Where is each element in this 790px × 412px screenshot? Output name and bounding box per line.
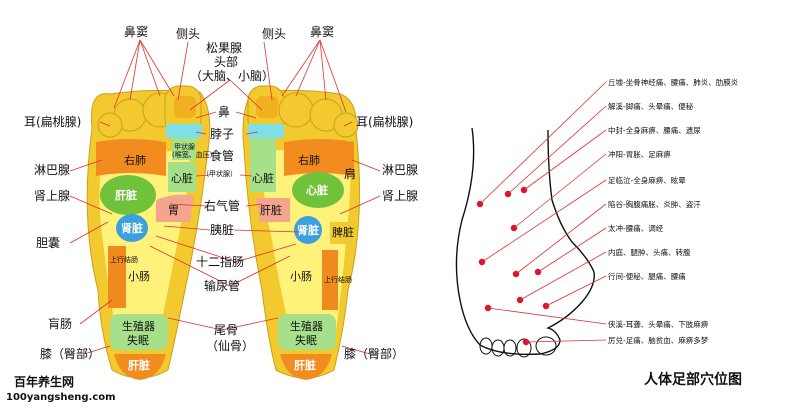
kidney-left: [116, 214, 148, 242]
organ-small-intestine-right: 小肠: [290, 270, 312, 283]
organ-thyroid-sub-left: (喉宽、血压): [172, 150, 213, 159]
right-foot: 右肺 心脏 心脏 肝脏 肾脏 脾脏 上行结肠 小肠 生殖器 失眠 肝脏: [242, 85, 361, 380]
label-gallbladder: 胆囊: [36, 235, 60, 250]
point-chongyang: 冲阳-胃胀、足麻痹: [608, 149, 671, 159]
foot-labels: 鼻窦 侧头 侧头 鼻窦 松果腺 头部 （大脑、小脑） 耳(扁桃腺) 耳(扁桃腺)…: [24, 24, 418, 361]
label-thyroid: （甲状腺）: [202, 169, 237, 178]
organ-kidney-right: 肾脏: [297, 223, 319, 237]
point-taichong: 太冲-腰痛、调经: [608, 223, 664, 233]
brand-url: 100yangsheng.com: [6, 392, 116, 403]
label-sinus-left: 鼻窦: [124, 24, 148, 39]
label-right-trachea: 右气管: [204, 198, 240, 213]
organ-lung-right: 右肺: [298, 153, 320, 167]
organ-reproductive-right: 生殖器: [290, 319, 323, 333]
organ-heart-right: 心脏: [306, 183, 328, 197]
label-side-head-left: 侧头: [176, 27, 200, 41]
organ-heel-right: 肝脏: [294, 358, 316, 372]
label-sacrum: （仙骨）: [206, 339, 254, 353]
label-pineal: 松果腺: [206, 41, 242, 55]
point-qiuxu: 丘墟-坐骨神经痛、腰痛、肺炎、肋膜炎: [608, 77, 739, 87]
organ-heart-small-right: 心脏: [252, 172, 274, 185]
point-xiaxi: 侠溪-耳聋、头晕痛、下肢麻痹: [608, 319, 709, 329]
left-foot: 右肺 甲状腺 (喉宽、血压) 心脏 肝脏 胃 肾脏 上行结肠 小肠 生殖器 失眠…: [86, 85, 213, 380]
organ-right-lung: 右肺: [124, 153, 146, 167]
point-xiangu: 陷谷-胸腹痛胀、炎肿、盗汗: [608, 199, 701, 209]
label-lymph-left: 淋巴腺: [34, 163, 70, 177]
label-sinus-right: 鼻窦: [310, 24, 334, 39]
point-zhongfeng: 中封-全身麻痹、腰痛、遗尿: [608, 125, 701, 135]
diagram-title: 人体足部穴位图: [644, 371, 742, 388]
organ-stomach: 胃: [168, 204, 179, 217]
organ-kidney-left: 肾脏: [121, 221, 143, 235]
organ-insomnia-right: 失眠: [295, 334, 317, 347]
label-knee-left: 膝（臀部）: [40, 346, 100, 361]
label-adrenal-left: 肾上腺: [34, 189, 70, 203]
side-foot: 丘墟-坐骨神经痛、腰痛、肺炎、肋膜炎 解溪-脚痛、头晕痛、便秘 中封-全身麻痹、…: [455, 77, 739, 358]
label-knee-right: 膝（臀部）: [344, 346, 404, 361]
label-side-head-right: 侧头: [262, 27, 286, 41]
point-zulinqi: 足临泣-全身麻痹、眩晕: [608, 175, 686, 185]
liver-left: [100, 175, 156, 215]
label-neck: 脖子: [210, 127, 234, 141]
label-head: 头部: [214, 54, 238, 69]
point-neiting: 内庭、腿肿、头痛、转腹: [608, 247, 691, 257]
label-adrenal-right: 肾上腺: [382, 189, 418, 203]
label-duodenum: 十二指肠: [196, 254, 244, 269]
organ-insomnia-left: 失眠: [127, 334, 149, 347]
organ-spleen-right: 脾脏: [332, 225, 354, 239]
organ-heart-small-left: 心脏: [171, 172, 193, 185]
organ-heel-left: 肝脏: [128, 358, 150, 372]
label-shoulder: 肩: [344, 166, 356, 181]
label-nose: 鼻: [218, 104, 230, 119]
point-jiexi: 解溪-脚痛、头晕痛、便秘: [608, 101, 694, 111]
leader-lines: [69, 39, 381, 355]
label-appendix: 肓肠: [48, 316, 72, 331]
organ-reproductive-left: 生殖器: [122, 319, 155, 333]
organ-ascending-colon-right: 上行结肠: [324, 275, 352, 284]
label-ear-left: 耳(扁桃腺): [24, 114, 81, 129]
organ-thyroid-left: 甲状腺: [174, 142, 195, 151]
label-pancreas: 胰脏: [210, 222, 234, 237]
organ-liver-left: 肝脏: [115, 188, 137, 202]
point-lidui: 厉兑-足痛、脑贫血、麻痹多梦: [608, 335, 709, 345]
label-coccyx: 尾骨: [214, 323, 238, 337]
organ-small-intestine-left: 小肠: [128, 270, 150, 283]
label-ureter: 输尿管: [204, 278, 240, 293]
lung-left: [96, 139, 166, 176]
organ-liver-right: 肝脏: [260, 204, 282, 217]
organ-ascending-colon-left: 上行结肠: [110, 255, 138, 264]
label-esophagus: 食管: [210, 148, 234, 163]
brand-name: 百年养生网: [14, 374, 74, 389]
label-lymph-right: 淋巴腺: [382, 163, 418, 177]
label-ear-right: 耳(扁桃腺): [356, 114, 413, 129]
reproductive-left: [110, 314, 168, 350]
point-xingjian: 行间-便秘、腿痛、腰痛: [608, 271, 686, 281]
label-brain: （大脑、小脑）: [190, 69, 274, 83]
